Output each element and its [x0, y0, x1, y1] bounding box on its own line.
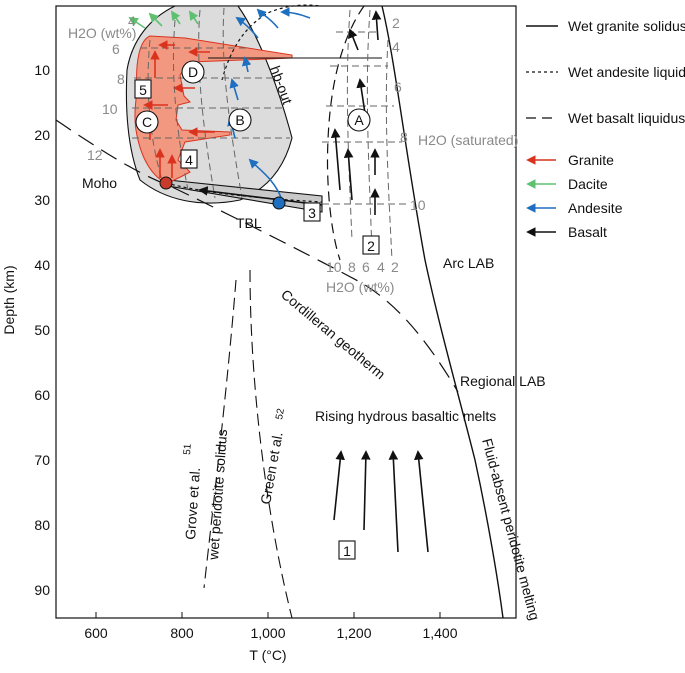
andesite-point	[272, 196, 286, 210]
moho-label: Moho	[82, 175, 117, 191]
tbl-label: TBL	[236, 215, 262, 231]
h2o-bottom-8: 8	[348, 259, 356, 275]
x-tick-1200: 1,200	[336, 625, 371, 641]
y-tick-20: 20	[34, 127, 50, 143]
granite-arrows	[143, 40, 215, 178]
h2o-bottom-4: 4	[377, 259, 385, 275]
green-ref: 52	[274, 407, 287, 420]
regional-lab-label: Regional LAB	[460, 373, 546, 389]
cordilleran-geotherm	[55, 119, 459, 393]
box-1-label: 1	[343, 543, 351, 559]
y-tick-30: 30	[34, 192, 50, 208]
box-1	[338, 540, 356, 560]
green-solidus	[249, 269, 293, 619]
h2o-saturated-label: H2O (saturated)	[418, 132, 518, 148]
x-axis-label: T (°C)	[249, 647, 286, 663]
h2o-bottom-6: 6	[362, 259, 370, 275]
h2o-bottom-2: 2	[391, 259, 399, 275]
grove-label: Grove et al.	[182, 467, 203, 540]
h2o-right-4: 4	[392, 39, 400, 55]
box-3	[303, 202, 321, 222]
h2o-right-8: 8	[400, 129, 408, 145]
circle-b	[228, 108, 252, 132]
basalt-liquidus	[326, 5, 365, 261]
h2o-left-4: 4	[128, 13, 136, 29]
box-3-label: 3	[308, 205, 316, 221]
legend-andesite-text: Wet andesite liquidus	[568, 64, 685, 80]
x-tick-800: 800	[170, 625, 194, 641]
circle-b-label: B	[235, 112, 244, 128]
plot-frame	[55, 5, 517, 619]
andesite-liquidus	[221, 4, 321, 81]
h2o-wt-bottom-label: H2O (wt%)	[326, 279, 394, 295]
box-4-label: 4	[185, 152, 193, 168]
box-2-label: 2	[367, 238, 375, 254]
box-5-label: 5	[139, 82, 147, 98]
green-label: Green et al.	[257, 431, 285, 506]
y-tick-80: 80	[34, 517, 50, 533]
y-axis-label: Depth (km)	[1, 265, 17, 334]
h2o-right-6: 6	[394, 79, 402, 95]
moho-point	[159, 176, 173, 190]
cordilleran-label: Cordilleran geotherm	[278, 286, 388, 382]
circle-a	[347, 108, 371, 132]
box-4	[180, 149, 198, 169]
legend-andesite-arrow-text: Andesite	[568, 200, 623, 216]
y-tick-90: 90	[34, 582, 50, 598]
circle-c-label: C	[142, 114, 152, 130]
y-axis: 10 20 30 40 50 60 70 80 90 Depth (km)	[1, 62, 50, 598]
granite-body	[134, 35, 293, 184]
box-5	[134, 79, 152, 99]
x-axis: 600 800 1,000 1,200 1,400 T (°C)	[84, 612, 458, 663]
andesite-liquidus-lower	[165, 182, 323, 203]
h2o-left-10: 10	[102, 101, 118, 117]
legend-dacite-text: Dacite	[568, 176, 608, 192]
h2o-bottom-10: 10	[326, 259, 342, 275]
y-tick-60: 60	[34, 387, 50, 403]
box-2	[362, 235, 380, 255]
h2o-left-12: 12	[87, 147, 103, 163]
x-tick-1400: 1,400	[422, 625, 457, 641]
grove-solidus	[203, 279, 237, 589]
h2o-right-10: 10	[410, 197, 426, 213]
grove-ref: 51	[182, 443, 194, 455]
y-tick-10: 10	[34, 62, 50, 78]
h2o-left-8: 8	[117, 71, 125, 87]
legend: Wet granite solidus Wet andesite liquidu…	[526, 18, 685, 240]
circle-d	[181, 60, 205, 84]
x-tick-600: 600	[84, 625, 108, 641]
y-tick-50: 50	[34, 322, 50, 338]
y-tick-70: 70	[34, 452, 50, 468]
legend-basalt-arrow-text: Basalt	[568, 224, 607, 240]
circle-c	[135, 110, 159, 134]
basalt-arrows	[198, 10, 429, 553]
dacite-arrows	[128, 10, 199, 29]
wet-peridotite-label: wet peridotite solidus	[205, 429, 230, 562]
h2o-wt-label: H2O (wt%)	[68, 25, 136, 41]
arc-lab-label: Arc LAB	[443, 255, 494, 271]
h2o-left-6: 6	[112, 41, 120, 57]
h2o-right-2: 2	[392, 15, 400, 31]
granite-solidus	[381, 5, 504, 619]
circle-a-label: A	[354, 112, 364, 128]
legend-granite-arrow-text: Granite	[568, 152, 614, 168]
circle-d-label: D	[188, 64, 198, 80]
y-tick-40: 40	[34, 257, 50, 273]
legend-granite-text: Wet granite solidus	[568, 18, 685, 34]
legend-basalt-text: Wet basalt liquidus	[568, 110, 685, 126]
rising-melts-label: Rising hydrous basaltic melts	[315, 408, 496, 424]
x-tick-1000: 1,000	[250, 625, 285, 641]
